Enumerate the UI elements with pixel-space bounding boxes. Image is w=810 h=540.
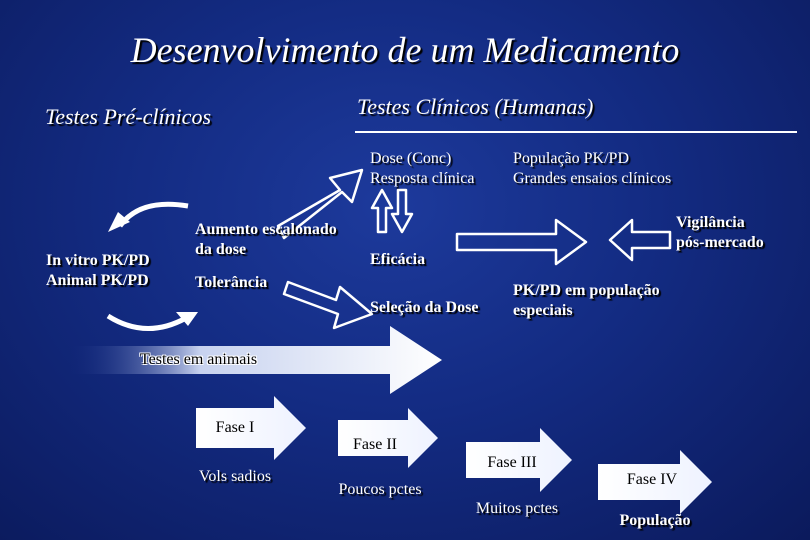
label-aumento: Aumento escalonado [195, 221, 337, 238]
double-arrow-down-outline [390, 188, 414, 234]
cycle-arrow-top-head [108, 212, 130, 232]
label-animal: Animal PK/PD [46, 272, 149, 289]
animal-testing-band-arrow [70, 326, 442, 394]
label-tolerancia: Tolerância [195, 274, 268, 291]
phase-arrow-4 [598, 450, 712, 514]
label-pkpd-pop: PK/PD em população [513, 282, 660, 299]
label-populacao-pkpd: População PK/PD [513, 150, 629, 167]
slide-title: Desenvolvimento de um Medicamento [130, 30, 680, 70]
phase-2-sub: Poucos pctes [338, 481, 422, 498]
label-pos-mercado: pós-mercado [676, 234, 764, 251]
label-vigilancia: Vigilância [676, 214, 745, 231]
phase-1-sub: Vols sadios [198, 468, 272, 485]
label-grandes-ensaios: Grandes ensaios clínicos [513, 170, 672, 187]
cycle-arrow-bottom [106, 313, 188, 331]
arrow-vigilance-outline [608, 218, 672, 262]
phase-3-sub: Muitos pctes [475, 500, 559, 517]
phase-arrow-1 [196, 396, 306, 460]
heading-clinical: Testes Clínicos (Humanas) [357, 94, 594, 119]
label-selecao: Seleção da Dose [370, 299, 479, 316]
phase-4-name: Fase IV [626, 471, 678, 488]
label-especiais: especiais [513, 302, 573, 319]
phase-4-sub: População [619, 512, 691, 529]
phase-arrow-3 [466, 428, 572, 492]
arrow-to-dose-outline [276, 168, 364, 240]
label-eficacia: Eficácia [370, 251, 426, 268]
cycle-arrow-bottom-head [176, 312, 198, 326]
phase-3-name: Fase III [487, 454, 537, 471]
heading-preclinical: Testes Pré-clínicos [45, 104, 211, 129]
label-dose-conc: Dose (Conc) [370, 150, 452, 167]
double-arrow-up-outline [370, 188, 394, 234]
label-testes-animais: Testes em animais [140, 351, 258, 368]
label-da-dose: da dose [195, 241, 247, 258]
arrow-to-selection-outline [282, 280, 374, 330]
label-in-vitro: In vitro PK/PD [46, 252, 150, 269]
phase-1-name: Fase I [215, 419, 255, 436]
cycle-arrow-top [117, 201, 189, 228]
phase-arrow-2 [338, 408, 438, 468]
arrow-efficacy-outline [455, 218, 588, 266]
label-resposta: Resposta clínica [370, 170, 475, 187]
phase-2-name: Fase II [353, 436, 397, 453]
